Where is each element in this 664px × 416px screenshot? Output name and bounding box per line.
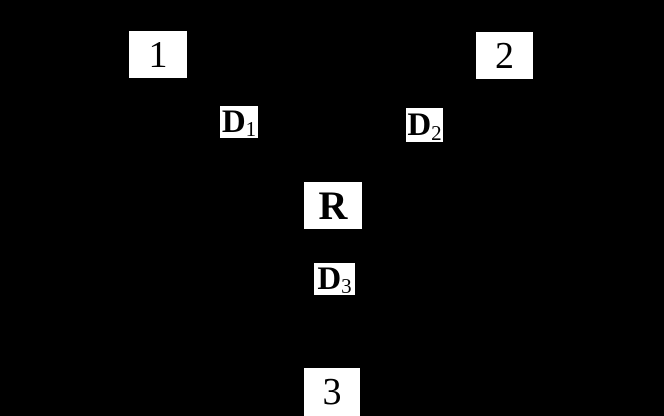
node-relay-label: R <box>318 182 348 228</box>
node-destination-3: 3 <box>304 368 360 416</box>
node-source-1: 1 <box>129 31 187 78</box>
edge-label-d3-base: D <box>317 260 342 297</box>
node-destination-3-label: 3 <box>322 371 342 413</box>
edge-label-d1-base: D <box>221 103 246 140</box>
node-source-2: 2 <box>476 32 533 79</box>
edge-label-d2-subscript: 2 <box>431 121 442 145</box>
node-source-2-label: 2 <box>495 34 514 77</box>
edge-label-d1-subscript: 1 <box>245 117 257 141</box>
edge-label-d3-subscript: 3 <box>341 274 352 298</box>
edge-label-d2-base: D <box>407 106 432 143</box>
node-relay: R <box>304 182 362 229</box>
node-source-1-label: 1 <box>148 33 168 76</box>
